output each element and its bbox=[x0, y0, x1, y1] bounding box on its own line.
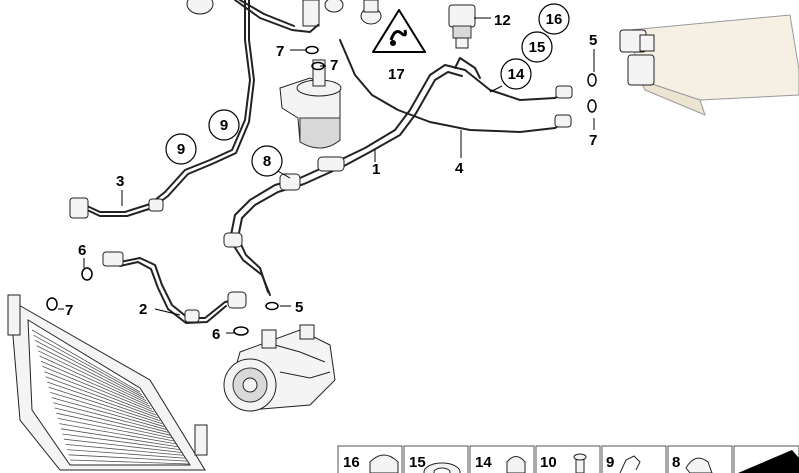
callout-7-top-mid: 7 bbox=[330, 57, 338, 74]
compressor bbox=[223, 324, 336, 412]
pipe-2 bbox=[102, 251, 247, 324]
parts-legend: 16 15 14 10 9 8 bbox=[337, 445, 799, 473]
callouts: 1 2 3 4 5 5 6 6 7 7 7 7 12 17 8 9 9 14 1… bbox=[65, 3, 597, 343]
pipe-top bbox=[234, 0, 319, 33]
callout-5-top: 5 bbox=[589, 32, 597, 49]
legend-cell-16: 16 bbox=[337, 445, 403, 473]
callout-1: 1 bbox=[372, 161, 380, 178]
legend-label-15: 15 bbox=[409, 454, 426, 471]
legend-label-10: 10 bbox=[540, 454, 557, 471]
callout-5-bottom: 5 bbox=[295, 299, 303, 316]
legend-cell-blank bbox=[733, 445, 799, 473]
callout-7-right: 7 bbox=[589, 132, 597, 149]
callout-9-left: 9 bbox=[177, 141, 185, 158]
callout-15: 15 bbox=[529, 39, 546, 56]
legend-label-9: 9 bbox=[606, 454, 614, 471]
callout-8: 8 bbox=[263, 153, 271, 170]
o-rings bbox=[46, 45, 597, 336]
pipe-4 bbox=[339, 39, 572, 133]
callout-7-left: 7 bbox=[65, 302, 73, 319]
pipe-3 bbox=[69, 0, 255, 219]
legend-cell-8: 8 bbox=[667, 445, 733, 473]
callout-2: 2 bbox=[139, 301, 147, 318]
callout-3: 3 bbox=[116, 173, 124, 190]
legend-label-16: 16 bbox=[343, 454, 360, 471]
receiver-drier bbox=[279, 59, 342, 149]
legend-cell-9: 9 bbox=[601, 445, 667, 473]
pipe-1 bbox=[223, 57, 573, 296]
callout-17: 17 bbox=[388, 66, 405, 83]
pressure-sensor-part bbox=[448, 4, 476, 49]
legend-cell-10: 10 bbox=[535, 445, 601, 473]
warning-label-part bbox=[372, 9, 426, 53]
condenser bbox=[7, 294, 208, 471]
top-small-parts bbox=[186, 0, 382, 27]
callout-4: 4 bbox=[455, 160, 464, 177]
legend-cell-14: 14 bbox=[469, 445, 535, 473]
callout-7-top-left: 7 bbox=[276, 43, 284, 60]
legend-label-8: 8 bbox=[672, 454, 680, 471]
callout-6-left: 6 bbox=[78, 242, 86, 259]
legend-cell-15: 15 bbox=[403, 445, 469, 473]
callout-12: 12 bbox=[494, 12, 511, 29]
callout-16: 16 bbox=[546, 11, 563, 28]
callout-6-bottom: 6 bbox=[212, 326, 220, 343]
callout-9-right: 9 bbox=[220, 117, 228, 134]
callout-14: 14 bbox=[508, 66, 525, 83]
evaporator bbox=[619, 14, 799, 116]
legend-label-14: 14 bbox=[475, 454, 492, 471]
